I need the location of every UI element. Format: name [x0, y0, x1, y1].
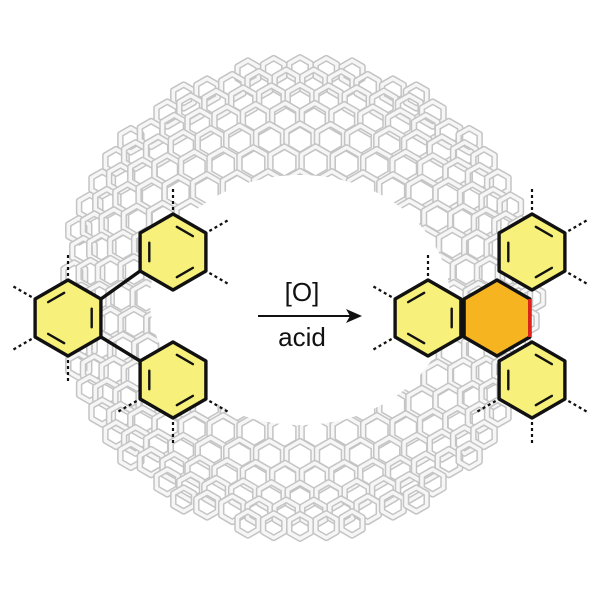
cage-hexagon: [449, 139, 480, 172]
cage-hexagon: [470, 419, 498, 451]
reactant-fragment: [12, 188, 229, 444]
cage-hexagon: [286, 510, 314, 542]
benzene-ring-product-bottom: [497, 340, 567, 420]
cage-hexagon: [455, 124, 483, 156]
dashed-bond: [12, 285, 33, 298]
belt-hole: [150, 175, 450, 425]
reagent-oxidant: [O]: [285, 277, 320, 307]
cage-hexagon: [483, 168, 512, 200]
biaryl-bond: [99, 269, 142, 301]
cage-hexagon: [102, 419, 130, 451]
product-fragment: [372, 188, 588, 444]
cage-hexagon: [259, 510, 288, 542]
dashed-bond: [208, 400, 229, 413]
cage-hexagon: [464, 400, 495, 435]
cage-hexagon: [402, 81, 430, 112]
cage-hexagon: [312, 510, 341, 542]
reaction-arrow: [258, 309, 362, 323]
dashed-bond: [372, 285, 393, 298]
cage-hexagon: [159, 450, 190, 485]
cage-hexagon: [434, 117, 464, 151]
cage-hexagon: [402, 484, 430, 515]
cage-hexagon: [217, 492, 247, 526]
biaryl-bond: [100, 335, 141, 363]
cage-hexagon: [418, 98, 447, 130]
cage-hexagon: [338, 508, 366, 539]
dashed-bond: [567, 400, 588, 413]
benzene-ring-top: [138, 212, 208, 292]
cage-hexagon: [120, 424, 151, 457]
cage-hexagon: [193, 489, 222, 521]
dashed-bond: [476, 400, 497, 413]
right-arrow-icon: [346, 309, 362, 323]
cage-hexagon: [142, 428, 174, 463]
cage-hexagon: [170, 484, 198, 515]
benzene-ring-product-top: [497, 212, 567, 292]
cage-hexagon: [136, 445, 166, 479]
cage-hexagon: [418, 466, 447, 498]
cage-hexagon: [176, 471, 206, 504]
cage-hexagon: [117, 440, 145, 472]
cage-hexagon: [470, 145, 498, 177]
reagent-acid: acid: [278, 322, 326, 352]
fused-ring-center: [462, 278, 532, 358]
cage-hexagon: [455, 440, 483, 472]
cage-hexagon: [426, 133, 458, 168]
dashed-bond: [208, 219, 229, 232]
cage-hexagon: [234, 508, 262, 539]
dashed-bond: [208, 272, 229, 285]
cage-hexagon: [378, 489, 407, 521]
cage-hexagon: [410, 111, 441, 146]
dashed-bond: [567, 219, 588, 232]
dashed-bond: [117, 400, 138, 413]
cage-hexagon: [353, 492, 383, 526]
dashed-bond: [567, 272, 588, 285]
cage-hexagon: [153, 466, 182, 498]
benzene-ring-bottom: [138, 340, 208, 420]
benzene-ring-left: [33, 278, 103, 358]
dashed-bond: [12, 338, 33, 351]
cage-hexagon: [88, 168, 117, 200]
dashed-bond: [372, 338, 393, 351]
benzene-ring-product-left: [393, 278, 463, 358]
